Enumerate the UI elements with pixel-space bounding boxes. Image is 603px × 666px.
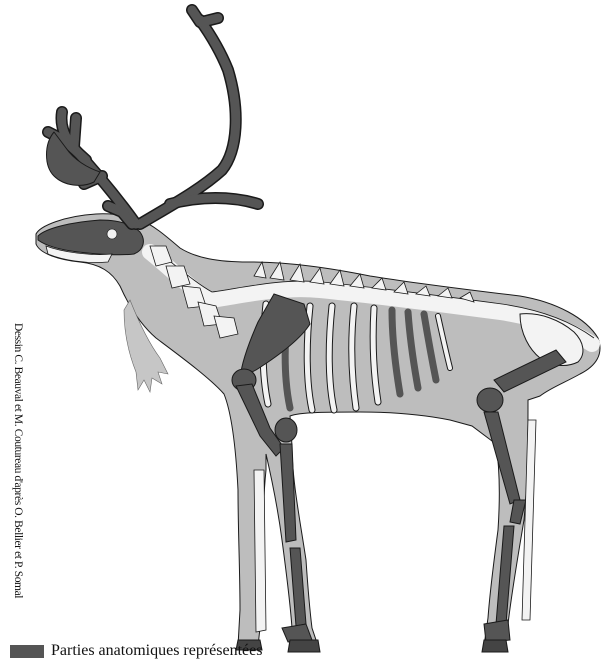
illustration-credit: Dessin C. Beauval et M. Coutureau d'aprè… xyxy=(10,323,24,653)
legend: Parties anatomiques représentées xyxy=(10,640,262,662)
hooves xyxy=(236,640,508,652)
front-leg-pale-bone xyxy=(254,470,266,632)
legend-swatch xyxy=(10,645,44,658)
legend-label: Parties anatomiques représentées xyxy=(51,642,262,660)
eye-socket xyxy=(107,229,117,239)
antlers xyxy=(47,10,259,224)
